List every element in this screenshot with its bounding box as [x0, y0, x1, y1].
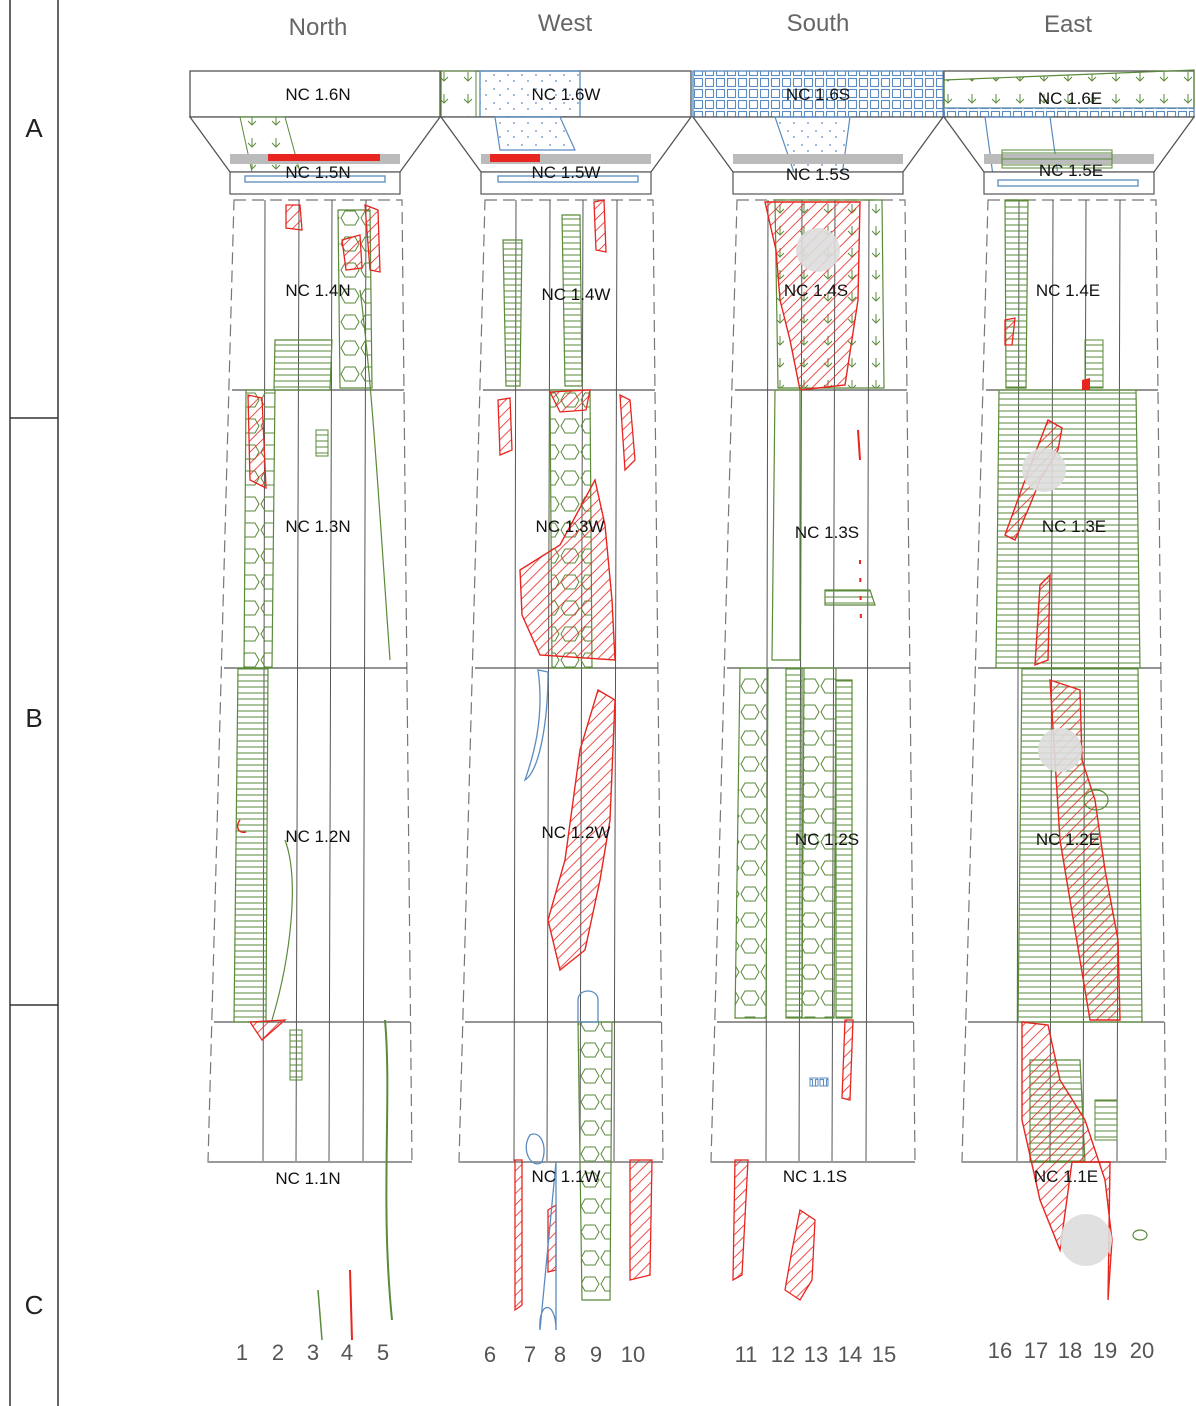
block-label: NC 1.6S — [786, 85, 850, 104]
section-bar: A B C — [9, 0, 59, 1406]
block-label: NC 1.5S — [786, 165, 850, 184]
strip-number: 10 — [621, 1342, 645, 1367]
block-label: NC 1.4E — [1036, 281, 1100, 300]
face-title-east: East — [1044, 11, 1092, 38]
strip-number: 3 — [307, 1340, 319, 1365]
shaft: NC 1.4E NC 1.3E NC 1.2E NC 1.1E — [961, 199, 1167, 1301]
block-label: NC 1.3W — [536, 517, 605, 536]
block-label: NC 1.1W — [532, 1167, 601, 1186]
strip-number: 15 — [872, 1342, 896, 1367]
face-west: West NC 1.6W NC 1.5W — [439, 10, 693, 1367]
shaft: NC 1.4N NC 1.3N NC 1.2N NC 1.1N — [207, 199, 413, 1341]
block-label: NC 1.3S — [795, 523, 859, 542]
strip-number: 13 — [804, 1342, 828, 1367]
block-label: NC 1.1S — [783, 1167, 847, 1186]
strip-numbers: 1 2 3 4 5 — [236, 1340, 389, 1365]
strip-number: 1 — [236, 1340, 248, 1365]
block-label: NC 1.5W — [532, 163, 601, 182]
face-title-north: North — [289, 14, 348, 41]
strip-number: 18 — [1058, 1338, 1082, 1363]
block-label: NC 1.2N — [285, 827, 350, 846]
face-east: East NC 1.6E NC 1.5E — [942, 11, 1196, 1363]
capital: NC 1.6W NC 1.5W — [439, 70, 693, 195]
block-label: NC 1.6E — [1038, 89, 1102, 108]
strip-number: 14 — [838, 1342, 862, 1367]
strip-numbers: 6 7 8 9 10 — [484, 1342, 645, 1367]
section-label-c: C — [25, 1290, 44, 1320]
capital: NC 1.6E NC 1.5E — [942, 69, 1196, 195]
block-label: NC 1.4W — [542, 285, 611, 304]
capital: NC 1.6N NC 1.5N — [188, 70, 442, 195]
strip-number: 16 — [988, 1338, 1012, 1363]
block-label: NC 1.1E — [1034, 1167, 1098, 1186]
face-title-south: South — [787, 10, 850, 37]
section-label-a: A — [25, 113, 43, 143]
face-south: South NC 1.6S NC 1.5S — [691, 10, 945, 1367]
strip-number: 12 — [771, 1342, 795, 1367]
face-title-west: West — [538, 10, 593, 37]
capital: NC 1.6S NC 1.5S — [691, 70, 945, 195]
block-label: NC 1.2S — [795, 830, 859, 849]
strip-number: 17 — [1024, 1338, 1048, 1363]
block-label: NC 1.3E — [1042, 517, 1106, 536]
strip-number: 19 — [1093, 1338, 1117, 1363]
block-label: NC 1.1N — [275, 1169, 340, 1188]
strip-number: 7 — [524, 1342, 536, 1367]
strip-number: 8 — [554, 1342, 566, 1367]
block-label: NC 1.3N — [285, 517, 350, 536]
strip-number: 2 — [272, 1340, 284, 1365]
strip-numbers: 16 17 18 19 20 — [988, 1338, 1154, 1363]
block-label: NC 1.5N — [285, 163, 350, 182]
strip-number: 20 — [1130, 1338, 1154, 1363]
block-label: NC 1.2E — [1036, 830, 1100, 849]
strip-number: 5 — [377, 1340, 389, 1365]
block-label: NC 1.6W — [532, 85, 601, 104]
strip-number: 9 — [590, 1342, 602, 1367]
block-label: NC 1.4N — [285, 281, 350, 300]
block-label: NC 1.6N — [285, 85, 350, 104]
strip-number: 4 — [341, 1340, 353, 1365]
shaft: NC 1.4S NC 1.3S NC 1.2S NC 1.1S — [710, 199, 916, 1301]
shaft: NC 1.4W NC 1.3W NC 1.2W NC 1.1W — [458, 199, 664, 1331]
block-label: NC 1.5E — [1039, 161, 1103, 180]
strip-number: 11 — [735, 1342, 758, 1367]
block-label: NC 1.4S — [784, 281, 848, 300]
strip-numbers: 11 12 13 14 15 — [735, 1342, 897, 1367]
face-north: North NC 1.6N NC 1.5N — [188, 14, 442, 1365]
section-label-b: B — [25, 703, 42, 733]
block-label: NC 1.2W — [542, 823, 611, 842]
strip-number: 6 — [484, 1342, 496, 1367]
